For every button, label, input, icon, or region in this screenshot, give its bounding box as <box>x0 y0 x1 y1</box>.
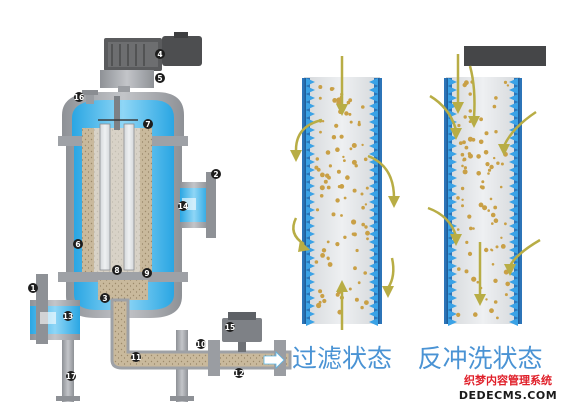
svg-text:17: 17 <box>66 372 76 381</box>
callout-1: 1 <box>28 283 38 293</box>
svg-text:2: 2 <box>213 170 218 179</box>
filtering-state-label: 过滤状态 <box>292 344 392 373</box>
callout-14: 14 <box>178 201 188 211</box>
watermark-line2: DEDECMS.COM <box>459 389 557 402</box>
svg-text:12: 12 <box>234 369 244 378</box>
svg-text:13: 13 <box>63 312 73 321</box>
watermark: 织梦内容管理系统 DEDECMS.COM <box>459 373 557 402</box>
svg-text:1: 1 <box>30 284 35 293</box>
svg-text:5: 5 <box>157 74 162 83</box>
flow-arrowheads <box>290 104 400 298</box>
callout-8: 8 <box>112 265 122 275</box>
callout-badges: 1 2 3 4 5 6 7 8 9 10 11 12 13 14 15 16 1… <box>28 49 244 381</box>
callout-10: 10 <box>196 339 206 349</box>
screen-wall-left <box>302 78 315 326</box>
backwash-state-label: 反冲洗状态 <box>417 344 542 373</box>
callout-13: 13 <box>63 311 73 321</box>
callout-7: 7 <box>143 119 153 129</box>
svg-text:6: 6 <box>75 240 80 249</box>
svg-text:15: 15 <box>225 323 235 332</box>
screen-wall-right <box>369 78 382 326</box>
callout-12: 12 <box>234 368 244 378</box>
flow-arrowheads <box>450 102 516 306</box>
svg-text:3: 3 <box>102 294 107 303</box>
suction-head <box>464 46 546 66</box>
svg-text:8: 8 <box>114 266 119 275</box>
callout-11: 11 <box>131 352 141 362</box>
callout-6: 6 <box>73 239 83 249</box>
callout-9: 9 <box>142 268 152 278</box>
callout-5: 5 <box>155 73 165 83</box>
backwash-panel: 反冲洗状态 <box>417 46 546 373</box>
svg-text:16: 16 <box>74 93 84 102</box>
motor <box>104 32 202 71</box>
flow-arrows <box>292 56 396 330</box>
svg-text:7: 7 <box>145 120 150 129</box>
svg-text:11: 11 <box>131 353 141 362</box>
watermark-line1: 织梦内容管理系统 <box>464 373 552 387</box>
filtering-panel: 过滤状态 <box>290 56 400 373</box>
callout-4: 4 <box>155 49 165 59</box>
callout-15: 15 <box>225 322 235 332</box>
callout-16: 16 <box>74 92 84 102</box>
filter-machine <box>30 32 292 402</box>
svg-text:4: 4 <box>157 50 162 59</box>
callout-17: 17 <box>66 371 76 381</box>
screen-wall-left <box>444 78 457 326</box>
flow-arrows <box>427 54 541 296</box>
callout-2: 2 <box>211 169 221 179</box>
svg-text:10: 10 <box>196 340 206 349</box>
svg-text:9: 9 <box>144 269 149 278</box>
svg-text:14: 14 <box>178 202 188 211</box>
callout-3: 3 <box>100 293 110 303</box>
